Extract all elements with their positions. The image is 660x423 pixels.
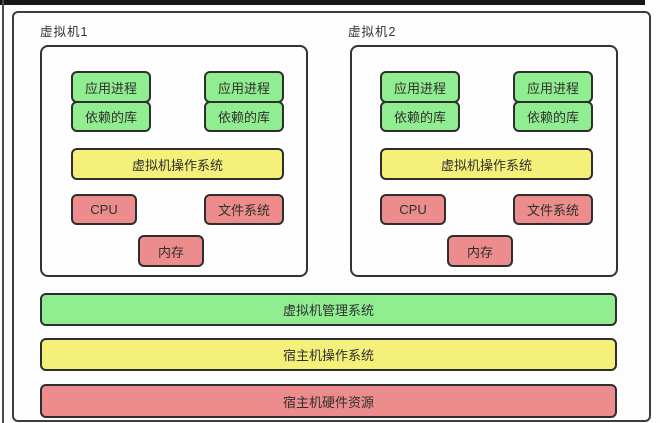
host-os-bar: 宿主机操作系统: [40, 338, 617, 371]
vm2-label: 虚拟机2: [348, 25, 397, 39]
memory-box: 内存: [138, 235, 204, 267]
left-edge-line: [2, 0, 4, 423]
vm1-app-stack-right: 应用进程 依赖的库: [204, 71, 284, 132]
vm2-box: 应用进程 依赖的库 应用进程 依赖的库 虚拟机操作系统 CPU 文件系统 内存: [350, 45, 618, 277]
vm2-app-stack-left: 应用进程 依赖的库: [380, 71, 460, 132]
vm-os-box: 虚拟机操作系统: [380, 148, 593, 180]
file-system-box: 文件系统: [513, 194, 593, 225]
dependent-lib-box: 依赖的库: [71, 101, 151, 132]
app-process-box: 应用进程: [71, 71, 151, 103]
dependent-lib-box: 依赖的库: [380, 101, 460, 132]
cpu-box: CPU: [71, 194, 137, 225]
app-process-box: 应用进程: [513, 71, 593, 103]
host-hardware-bar: 宿主机硬件资源: [40, 384, 617, 418]
app-process-box: 应用进程: [204, 71, 284, 103]
dependent-lib-box: 依赖的库: [204, 101, 284, 132]
vm-os-box: 虚拟机操作系统: [71, 148, 284, 180]
dependent-lib-box: 依赖的库: [513, 101, 593, 132]
vm2-app-stack-right: 应用进程 依赖的库: [513, 71, 593, 132]
app-process-box: 应用进程: [380, 71, 460, 103]
memory-box: 内存: [447, 235, 513, 267]
vm-manager-bar: 虚拟机管理系统: [40, 293, 617, 326]
vm1-box: 应用进程 依赖的库 应用进程 依赖的库 虚拟机操作系统 CPU 文件系统 内存: [40, 45, 308, 277]
file-system-box: 文件系统: [204, 194, 284, 225]
cpu-box: CPU: [380, 194, 446, 225]
top-black-bar: [0, 0, 645, 5]
vm1-app-stack-left: 应用进程 依赖的库: [71, 71, 151, 132]
vm1-label: 虚拟机1: [40, 25, 89, 39]
